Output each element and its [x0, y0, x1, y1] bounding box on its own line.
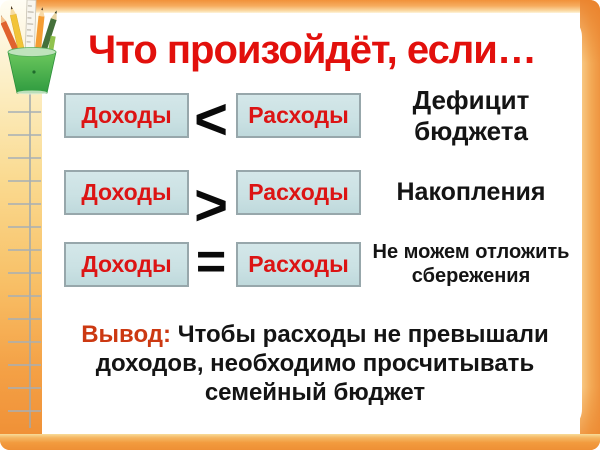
- income-box-row1: Доходы: [64, 93, 189, 138]
- result-text: Накопления: [396, 178, 546, 206]
- conclusion-line3: семейный бюджет: [204, 379, 426, 406]
- expenses-box-row2: Расходы: [236, 170, 361, 215]
- expenses-label: Расходы: [248, 251, 349, 277]
- slide-title: Что произойдёт, если…: [88, 28, 537, 72]
- notebook-margin-ticks: [8, 90, 41, 426]
- result-savings: Накопления: [358, 170, 584, 215]
- income-box-row3: Доходы: [64, 242, 189, 287]
- equals-operator: =: [195, 233, 227, 291]
- greater-than-operator: >: [194, 173, 228, 238]
- income-label: Доходы: [81, 179, 172, 205]
- result-text: Дефицит бюджета: [412, 84, 530, 146]
- expenses-box-row1: Расходы: [236, 93, 361, 138]
- frame-right-edge: [580, 0, 600, 450]
- expenses-box-row3: Расходы: [236, 242, 361, 287]
- result-text-line1: Не можем отложить: [372, 240, 570, 263]
- result-text-line2: сбережения: [411, 264, 531, 287]
- income-label: Доходы: [81, 102, 172, 128]
- conclusion-line1-text: Чтобы расходы не превышали: [177, 321, 549, 348]
- conclusion-line1: Вывод: Чтобы расходы не превышали: [60, 320, 570, 349]
- expenses-label: Расходы: [248, 102, 349, 128]
- result-no-savings: Не можем отложить сбережения: [358, 240, 584, 287]
- less-than-operator: <: [194, 87, 228, 152]
- conclusion-label: Вывод:: [81, 321, 172, 348]
- pencil-cup-icon: [1, 0, 57, 95]
- result-budget-deficit: Дефицит бюджета: [358, 85, 584, 146]
- frame-bottom-edge: [0, 434, 600, 450]
- conclusion-line2: доходов, необходимо просчитывать: [95, 350, 535, 377]
- income-box-row2: Доходы: [64, 170, 189, 215]
- slide-content-panel: [42, 13, 582, 433]
- income-label: Доходы: [81, 251, 172, 277]
- conclusion-block: Вывод: Чтобы расходы не превышали доходо…: [60, 320, 570, 407]
- frame-top-edge: [30, 0, 600, 13]
- expenses-label: Расходы: [248, 179, 349, 205]
